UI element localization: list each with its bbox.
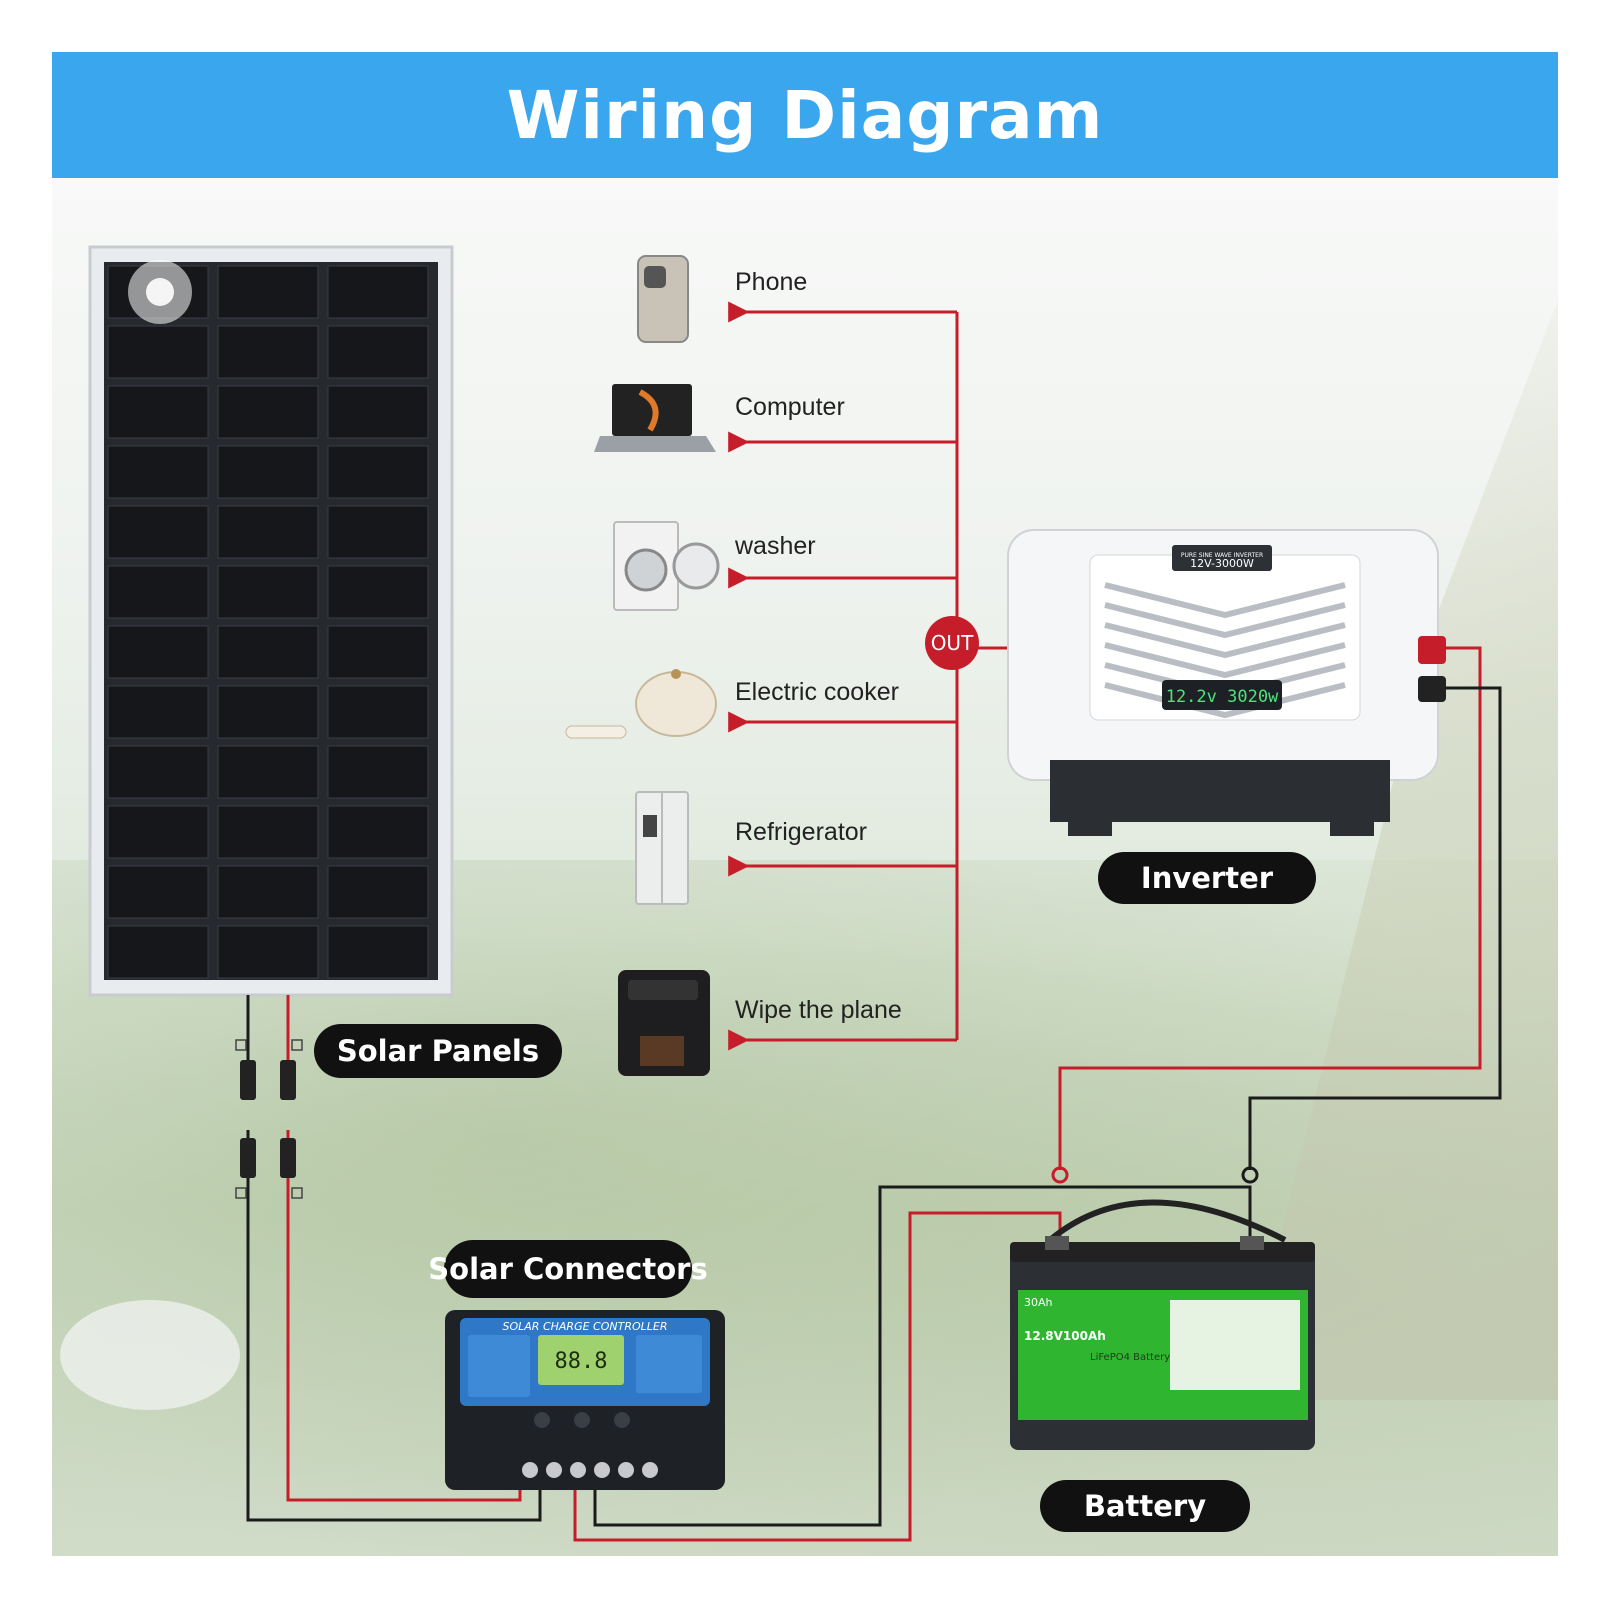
mc4-connector-bottom (235, 1138, 303, 1199)
solar-panel-image (88, 245, 454, 997)
diagram-title: Wiring Diagram (506, 76, 1104, 154)
label-battery: Battery (1040, 1480, 1250, 1532)
washer-icon (613, 521, 720, 611)
label-solar-panels: Solar Panels (314, 1024, 562, 1078)
laptop-icon (594, 384, 716, 452)
controller-display: 88.8 (555, 1349, 608, 1374)
appliance-arrows (728, 301, 957, 1051)
appliance-label-electric-cooker: Electric cooker (735, 678, 899, 706)
appliance-label-phone: Phone (735, 268, 808, 296)
appliance-label-washer: washer (735, 532, 816, 560)
appliance-label-wipe-the-plane: Wipe the plane (735, 996, 902, 1024)
output-distribution-wires (955, 312, 1010, 1040)
inverter-display: 12.2v 3020w (1166, 687, 1279, 707)
title-banner: Wiring Diagram (52, 52, 1558, 178)
controller-title: SOLAR CHARGE CONTROLLER (503, 1320, 668, 1333)
label-solar-connectors: Solar Connectors (428, 1240, 708, 1298)
inverter-image (1007, 529, 1446, 836)
cooker-icon (565, 669, 717, 739)
controller-battery-wires (573, 1185, 1252, 1542)
inverter-badge-line2: 12V-3000W (1190, 557, 1254, 570)
coffee-machine-icon (618, 970, 710, 1076)
battery-image (1010, 1199, 1315, 1450)
appliance-label-computer: Computer (735, 393, 845, 421)
inverter-battery-wires (1051, 646, 1502, 1184)
inverter-badge-line1: PURE SINE WAVE INVERTER (1181, 552, 1263, 559)
appliance-label-refrigerator: Refrigerator (735, 818, 867, 846)
battery-spec: 12.8V100Ah (1024, 1329, 1106, 1343)
out-badge: OUT (925, 616, 979, 670)
mc4-connector-top (235, 1039, 303, 1100)
label-inverter: Inverter (1098, 852, 1316, 904)
background-rock (60, 1300, 240, 1410)
battery-chemistry: LiFePO4 Battery (1090, 1352, 1170, 1363)
battery-capacity: 30Ah (1024, 1296, 1053, 1309)
charge-controller-image (445, 1310, 725, 1490)
refrigerator-icon (635, 791, 689, 905)
phone-icon (637, 255, 689, 343)
